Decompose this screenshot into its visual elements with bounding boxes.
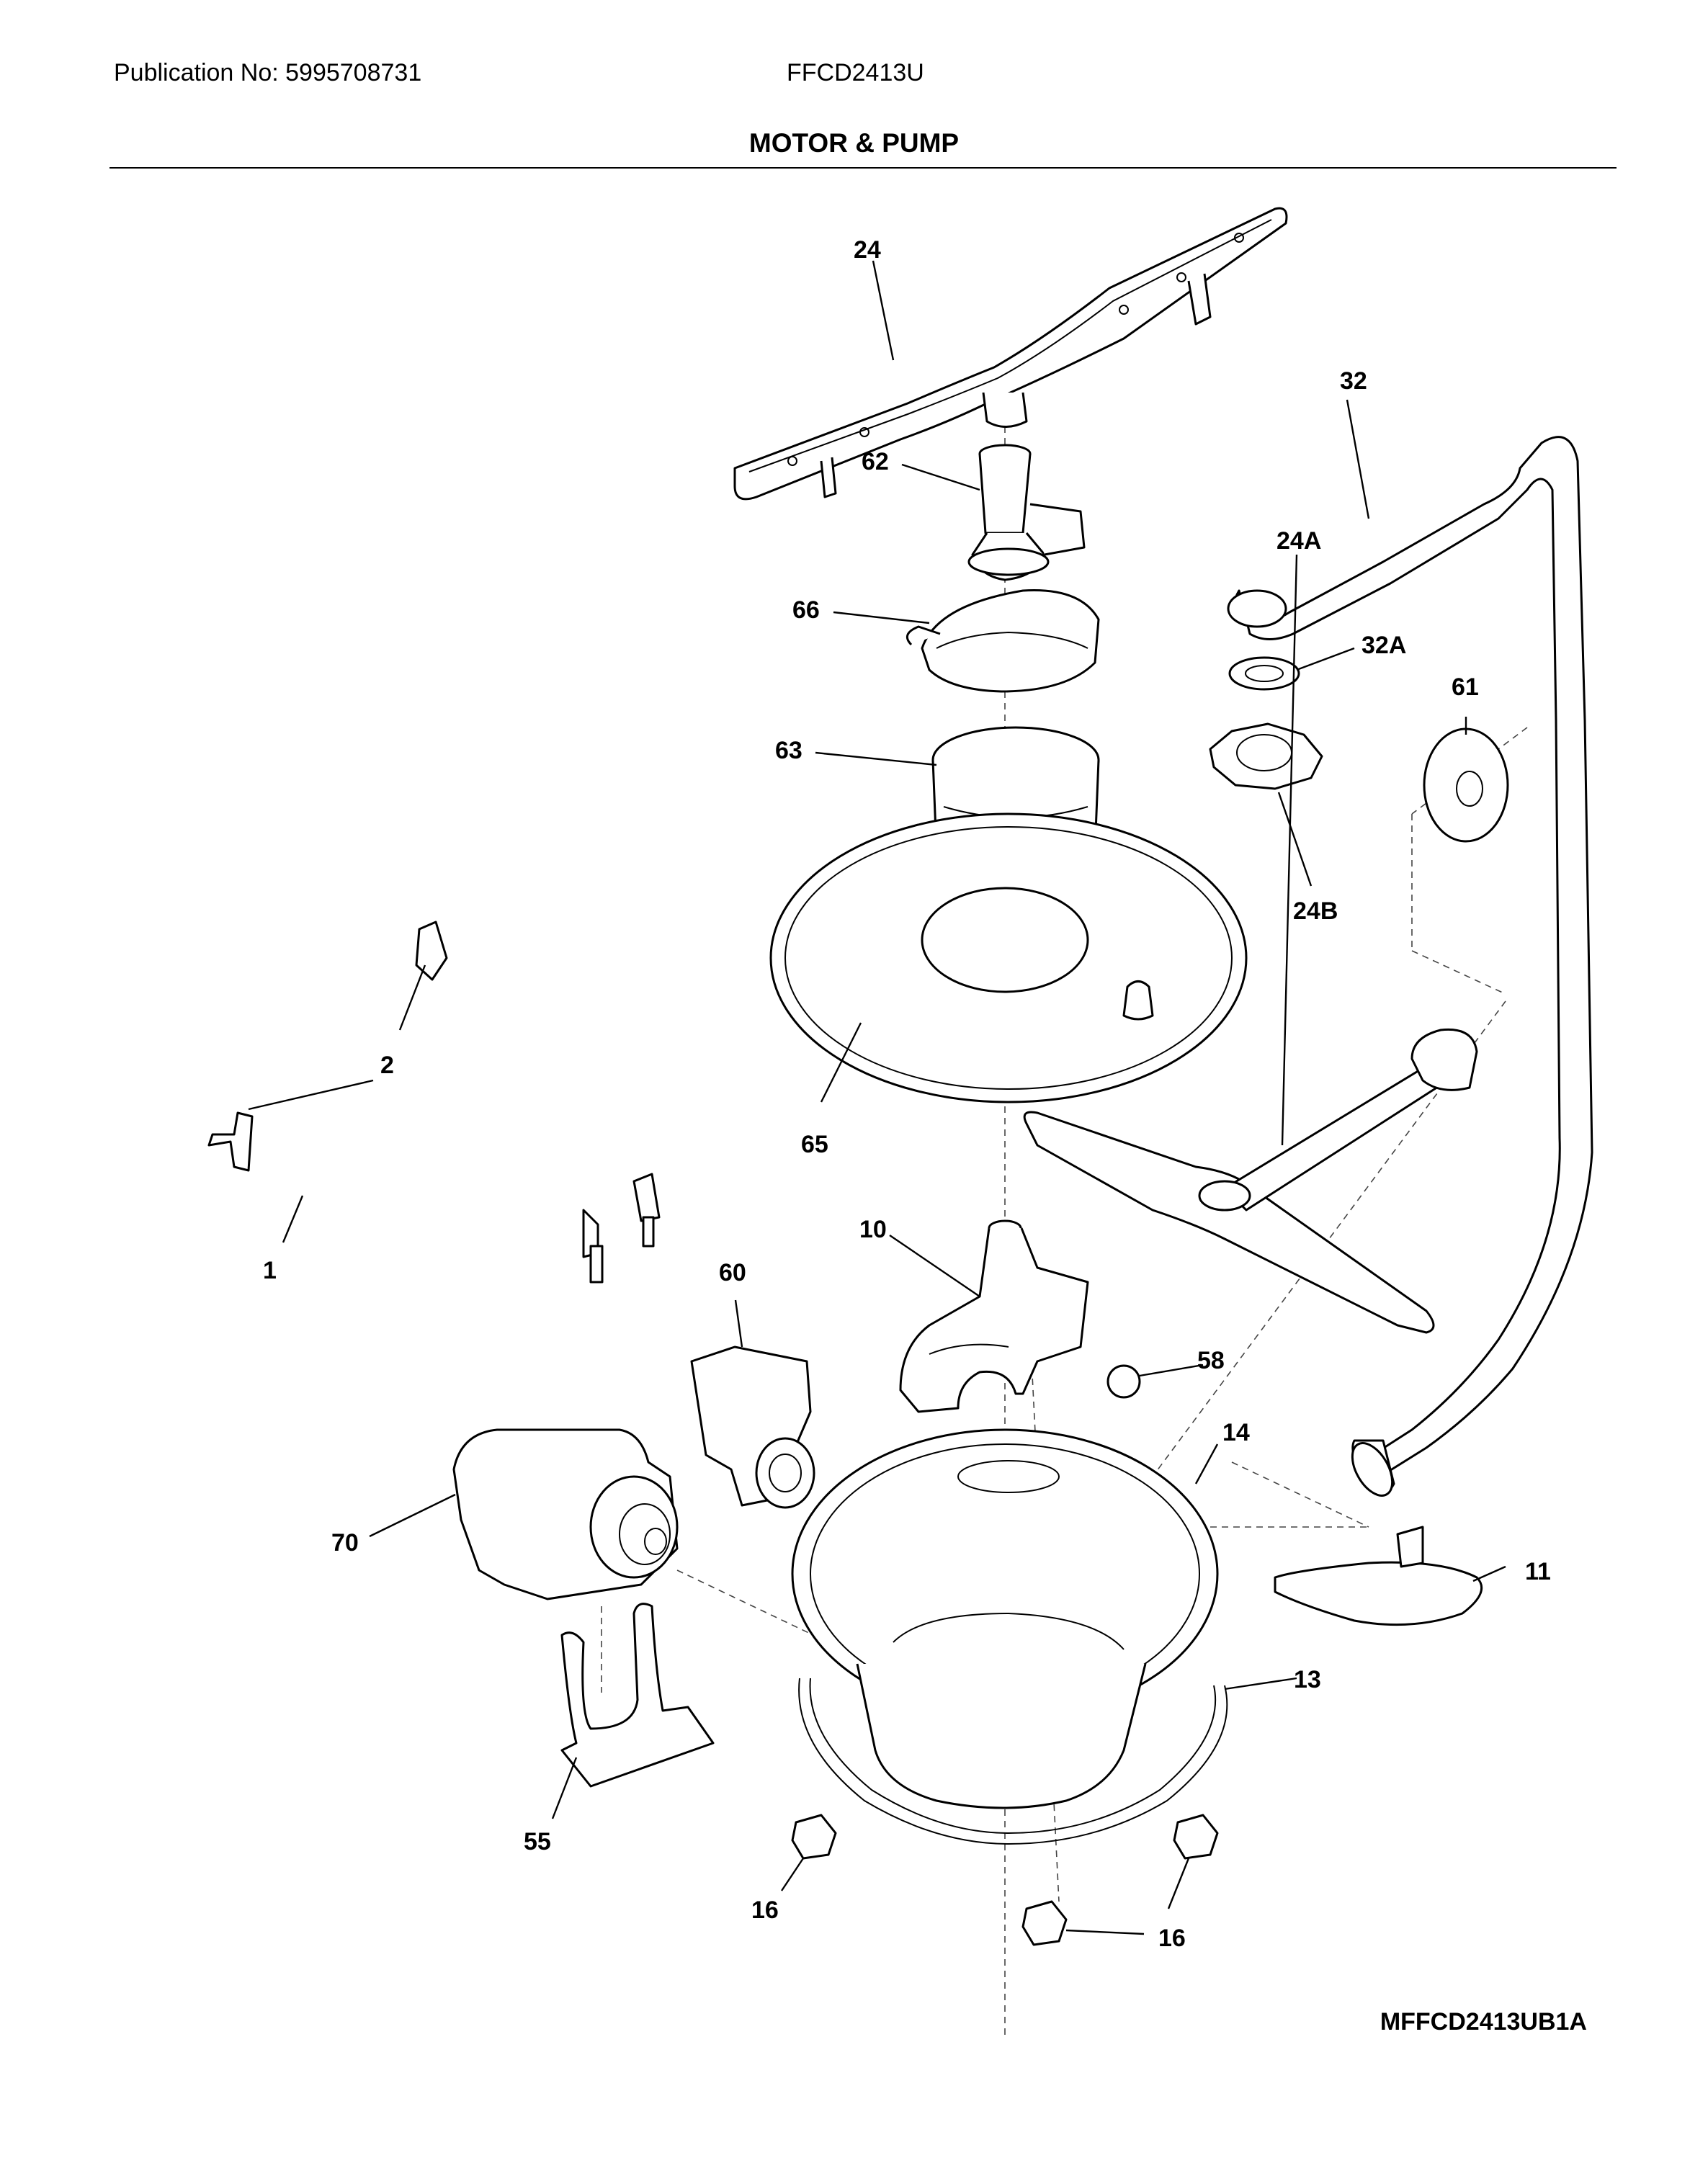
- ball-58: [1106, 1364, 1141, 1399]
- callout-62: 62: [862, 448, 889, 475]
- callout-63: 63: [775, 737, 802, 764]
- callout-2: 2: [380, 1052, 394, 1079]
- publication-number: Publication No: 5995708731: [114, 59, 422, 86]
- callout-labels: 24 62 66 63 32 32A 61 24B 65 24A 2 1 10 …: [263, 236, 1551, 1952]
- drawing-code: MFFCD2413UB1A: [1380, 2008, 1587, 2036]
- callout-60: 60: [719, 1259, 746, 1286]
- lower-spray-arm-24A: [1023, 1028, 1478, 1334]
- callout-66: 66: [792, 596, 820, 624]
- callout-16a: 16: [751, 1896, 779, 1924]
- callout-16b: 16: [1158, 1925, 1186, 1952]
- heater-bracket-2: [207, 921, 448, 1172]
- mounting-bracket-55: [560, 1603, 715, 1788]
- callout-10: 10: [859, 1216, 887, 1243]
- callout-32A: 32A: [1362, 632, 1406, 659]
- filter-66: [906, 589, 1100, 693]
- callout-24B: 24B: [1293, 897, 1338, 925]
- heater-element-1: [144, 887, 712, 1284]
- drain-pump-60: [690, 1345, 815, 1509]
- circulation-pump-70: [452, 1428, 679, 1600]
- section-title: MOTOR & PUMP: [748, 128, 960, 158]
- water-supply-tube-32: [1227, 436, 1593, 1497]
- grommet-16: [791, 1814, 1219, 1946]
- callout-1: 1: [263, 1257, 277, 1284]
- callout-58: 58: [1197, 1347, 1225, 1374]
- gasket-32A: [1228, 656, 1300, 691]
- gasket-61: [1423, 727, 1509, 843]
- callout-70: 70: [331, 1529, 359, 1557]
- callout-11: 11: [1525, 1558, 1551, 1585]
- sump-14: [791, 1428, 1219, 1809]
- manifold-62: [967, 444, 1086, 581]
- callout-13: 13: [1294, 1666, 1321, 1693]
- callout-32: 32: [1340, 367, 1367, 395]
- sump-seal-13: [798, 1678, 1228, 1845]
- callout-24: 24: [854, 236, 881, 264]
- leader-lines: [248, 260, 1506, 1935]
- title-rule: [109, 167, 1617, 169]
- turbidity-sensor-11: [1274, 1526, 1483, 1626]
- callout-55: 55: [524, 1828, 551, 1855]
- callout-24A: 24A: [1276, 527, 1321, 555]
- filter-plate-65: [769, 812, 1248, 1103]
- callout-61: 61: [1452, 673, 1479, 701]
- callout-14: 14: [1222, 1419, 1250, 1446]
- model-number: FFCD2413U: [787, 59, 924, 86]
- callout-65: 65: [801, 1131, 828, 1158]
- middle-spray-arm-24: [733, 207, 1288, 501]
- spray-arm-support-10: [899, 1219, 1089, 1413]
- nut-24B: [1209, 722, 1323, 790]
